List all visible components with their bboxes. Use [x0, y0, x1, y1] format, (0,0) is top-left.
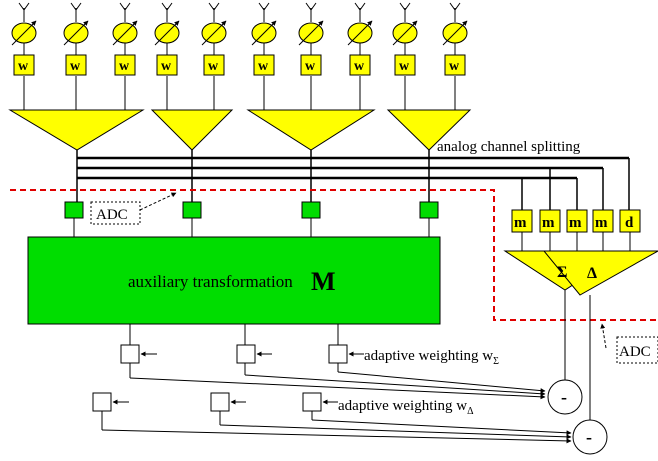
antenna-element: w	[298, 2, 324, 76]
weight-label: w	[18, 59, 29, 74]
weight-label: w	[258, 59, 269, 74]
channel-box-m: m	[539, 209, 561, 251]
subarray-triangle-4	[386, 109, 472, 151]
channel-box-label: m	[569, 215, 582, 231]
adaptive-sum-label: adaptive weighting wΣ	[364, 348, 499, 367]
channel-box-label: m	[595, 215, 608, 231]
channel-box-label: m	[542, 215, 555, 231]
digital-boundary	[10, 189, 658, 321]
channel-box-m: m	[592, 209, 614, 251]
antenna-element: w	[154, 2, 180, 76]
adc-box-3	[301, 201, 321, 219]
antenna-element: w	[11, 2, 37, 76]
adc-box-2	[182, 201, 202, 219]
adc-box-4	[419, 201, 439, 219]
weight-label: w	[70, 59, 81, 74]
subarray-combiners	[8, 76, 472, 151]
antenna-element: w	[347, 2, 373, 76]
adaptive-weighting-sum: adaptive weighting wΣ -	[120, 344, 583, 415]
sum-beam-label: Σ	[557, 264, 567, 281]
analog-splitting-bus: analog channel splitting	[76, 139, 630, 220]
sum-subtractor-label: -	[561, 387, 567, 407]
weight-label: w	[119, 59, 130, 74]
aux-transform-symbol: M	[311, 267, 336, 296]
subarray-triangle-3	[246, 109, 376, 151]
adc-label-box-right	[616, 336, 658, 364]
delta-beam-label: Δ	[587, 265, 597, 282]
channel-box-d: d	[619, 209, 641, 251]
aux-transform-label: auxiliary transformation	[128, 272, 293, 291]
channel-box-m: m	[566, 209, 588, 251]
channel-box-m: m	[511, 209, 533, 251]
adc-label-right: ADC	[619, 344, 651, 360]
adaptive-delta-label: adaptive weighting wΔ	[338, 398, 474, 417]
adaptive-weighting-delta: adaptive weighting wΔ -	[92, 392, 608, 455]
analog-splitting-label: analog channel splitting	[437, 139, 581, 155]
delta-beam-triangle	[542, 250, 658, 296]
delta-subtractor-label: -	[586, 427, 592, 447]
antenna-element: w	[442, 2, 468, 76]
weight-label: w	[161, 59, 172, 74]
subarray-triangle-2	[150, 109, 234, 151]
antenna-element: w	[63, 2, 89, 76]
weight-label: w	[449, 59, 460, 74]
adc-label-left: ADC	[96, 207, 128, 223]
auxiliary-transformation-block: auxiliary transformation M	[27, 236, 441, 345]
adc-box-1	[64, 201, 84, 219]
subarray-triangle-1	[8, 109, 145, 151]
weight-label: w	[208, 59, 219, 74]
weight-label: w	[354, 59, 365, 74]
adc-label-box-left	[90, 201, 141, 225]
antenna-element: w	[251, 2, 277, 76]
adc-converters: ADC	[64, 192, 439, 237]
weight-label: w	[305, 59, 316, 74]
weight-label: w	[399, 59, 410, 74]
channel-box-label: m	[514, 215, 527, 231]
channel-box-label: d	[625, 215, 634, 231]
antenna-element: w	[201, 2, 227, 76]
antenna-element: w	[112, 2, 138, 76]
antenna-element: w	[392, 2, 418, 76]
